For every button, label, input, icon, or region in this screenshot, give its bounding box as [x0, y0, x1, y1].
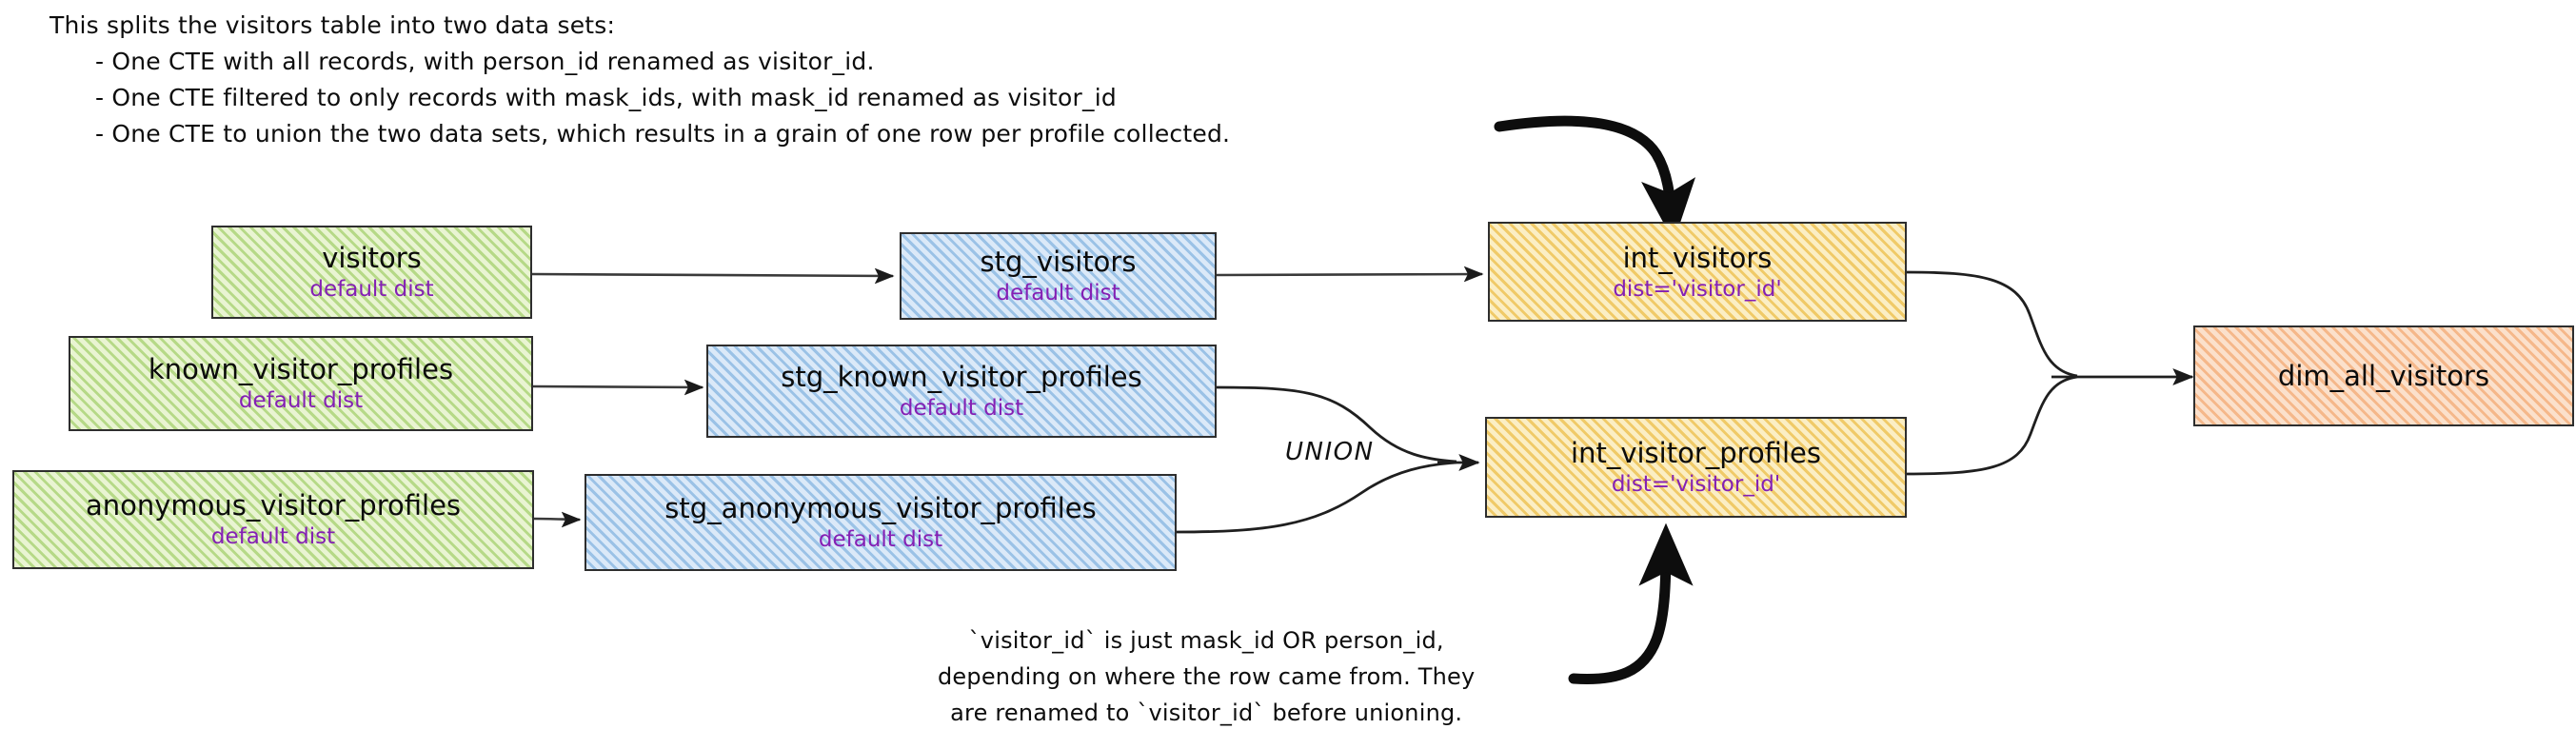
header-annotation-bullet-3: - One CTE to union the two data sets, wh… — [95, 120, 1231, 148]
node-visitors-title: visitors — [322, 242, 422, 274]
node-stg-visitors-title: stg_visitors — [980, 246, 1137, 278]
header-annotation-bullet-1: - One CTE with all records, with person_… — [95, 48, 875, 75]
callout-arrow-to-int-visitor-profiles — [1568, 522, 1694, 684]
node-stg-known-visitor-profiles[interactable]: stg_known_visitor_profiles default dist — [706, 345, 1217, 438]
node-anonymous-visitor-profiles-subtitle: default dist — [210, 524, 336, 549]
edge-anonymous-to-stg-anonymous — [533, 511, 582, 528]
node-stg-anonymous-visitor-profiles-subtitle: default dist — [818, 527, 943, 552]
callout-arrow-to-int-visitors — [1494, 115, 1696, 243]
edge-int-visitor-profiles-to-dim — [1905, 375, 2078, 476]
node-anonymous-visitor-profiles-title: anonymous_visitor_profiles — [85, 489, 462, 522]
node-stg-known-visitor-profiles-subtitle: default dist — [899, 396, 1024, 421]
node-int-visitor-profiles-title: int_visitor_profiles — [1571, 437, 1821, 469]
edge-visitors-to-stg-visitors — [531, 267, 895, 285]
node-dim-all-visitors[interactable]: dim_all_visitors — [2193, 325, 2574, 426]
node-int-visitors-title: int_visitors — [1622, 241, 1773, 274]
bottom-annotation-line-1: `visitor_id` is just mask_id OR person_i… — [968, 627, 1444, 654]
bottom-annotation-line-2: depending on where the row came from. Th… — [938, 663, 1476, 690]
node-known-visitor-profiles[interactable]: known_visitor_profiles default dist — [69, 336, 533, 431]
node-int-visitor-profiles-subtitle: dist='visitor_id' — [1611, 472, 1781, 497]
node-visitors[interactable]: visitors default dist — [211, 226, 532, 319]
edge-stg-visitors-to-int-visitors — [1216, 266, 1484, 283]
header-annotation-line-1: This splits the visitors table into two … — [50, 11, 616, 39]
node-stg-anonymous-visitor-profiles-title: stg_anonymous_visitor_profiles — [664, 492, 1097, 524]
node-stg-anonymous-visitor-profiles[interactable]: stg_anonymous_visitor_profiles default d… — [585, 474, 1177, 571]
edge-known-to-stg-known — [532, 379, 704, 396]
node-int-visitors-subtitle: dist='visitor_id' — [1613, 276, 1782, 302]
node-int-visitor-profiles[interactable]: int_visitor_profiles dist='visitor_id' — [1485, 417, 1907, 518]
node-visitors-subtitle: default dist — [309, 277, 434, 302]
node-known-visitor-profiles-subtitle: default dist — [238, 388, 364, 413]
bottom-annotation: `visitor_id` is just mask_id OR person_i… — [938, 622, 1475, 731]
bottom-annotation-line-3: are renamed to `visitor_id` before union… — [950, 700, 1463, 726]
node-anonymous-visitor-profiles[interactable]: anonymous_visitor_profiles default dist — [12, 470, 534, 569]
node-known-visitor-profiles-title: known_visitor_profiles — [148, 353, 454, 385]
node-int-visitors[interactable]: int_visitors dist='visitor_id' — [1488, 222, 1907, 322]
node-stg-known-visitor-profiles-title: stg_known_visitor_profiles — [781, 361, 1142, 393]
header-annotation: This splits the visitors table into two … — [50, 8, 1230, 152]
node-stg-visitors-subtitle: default dist — [996, 281, 1120, 306]
node-dim-all-visitors-title: dim_all_visitors — [2277, 360, 2490, 392]
edge-int-visitors-to-dim — [1905, 270, 2078, 378]
node-stg-visitors[interactable]: stg_visitors default dist — [900, 232, 1217, 320]
union-edge-label: UNION — [1285, 438, 1375, 466]
header-annotation-bullet-2: - One CTE filtered to only records with … — [95, 84, 1117, 111]
edge-stg-anonymous-to-union — [1176, 461, 1457, 534]
